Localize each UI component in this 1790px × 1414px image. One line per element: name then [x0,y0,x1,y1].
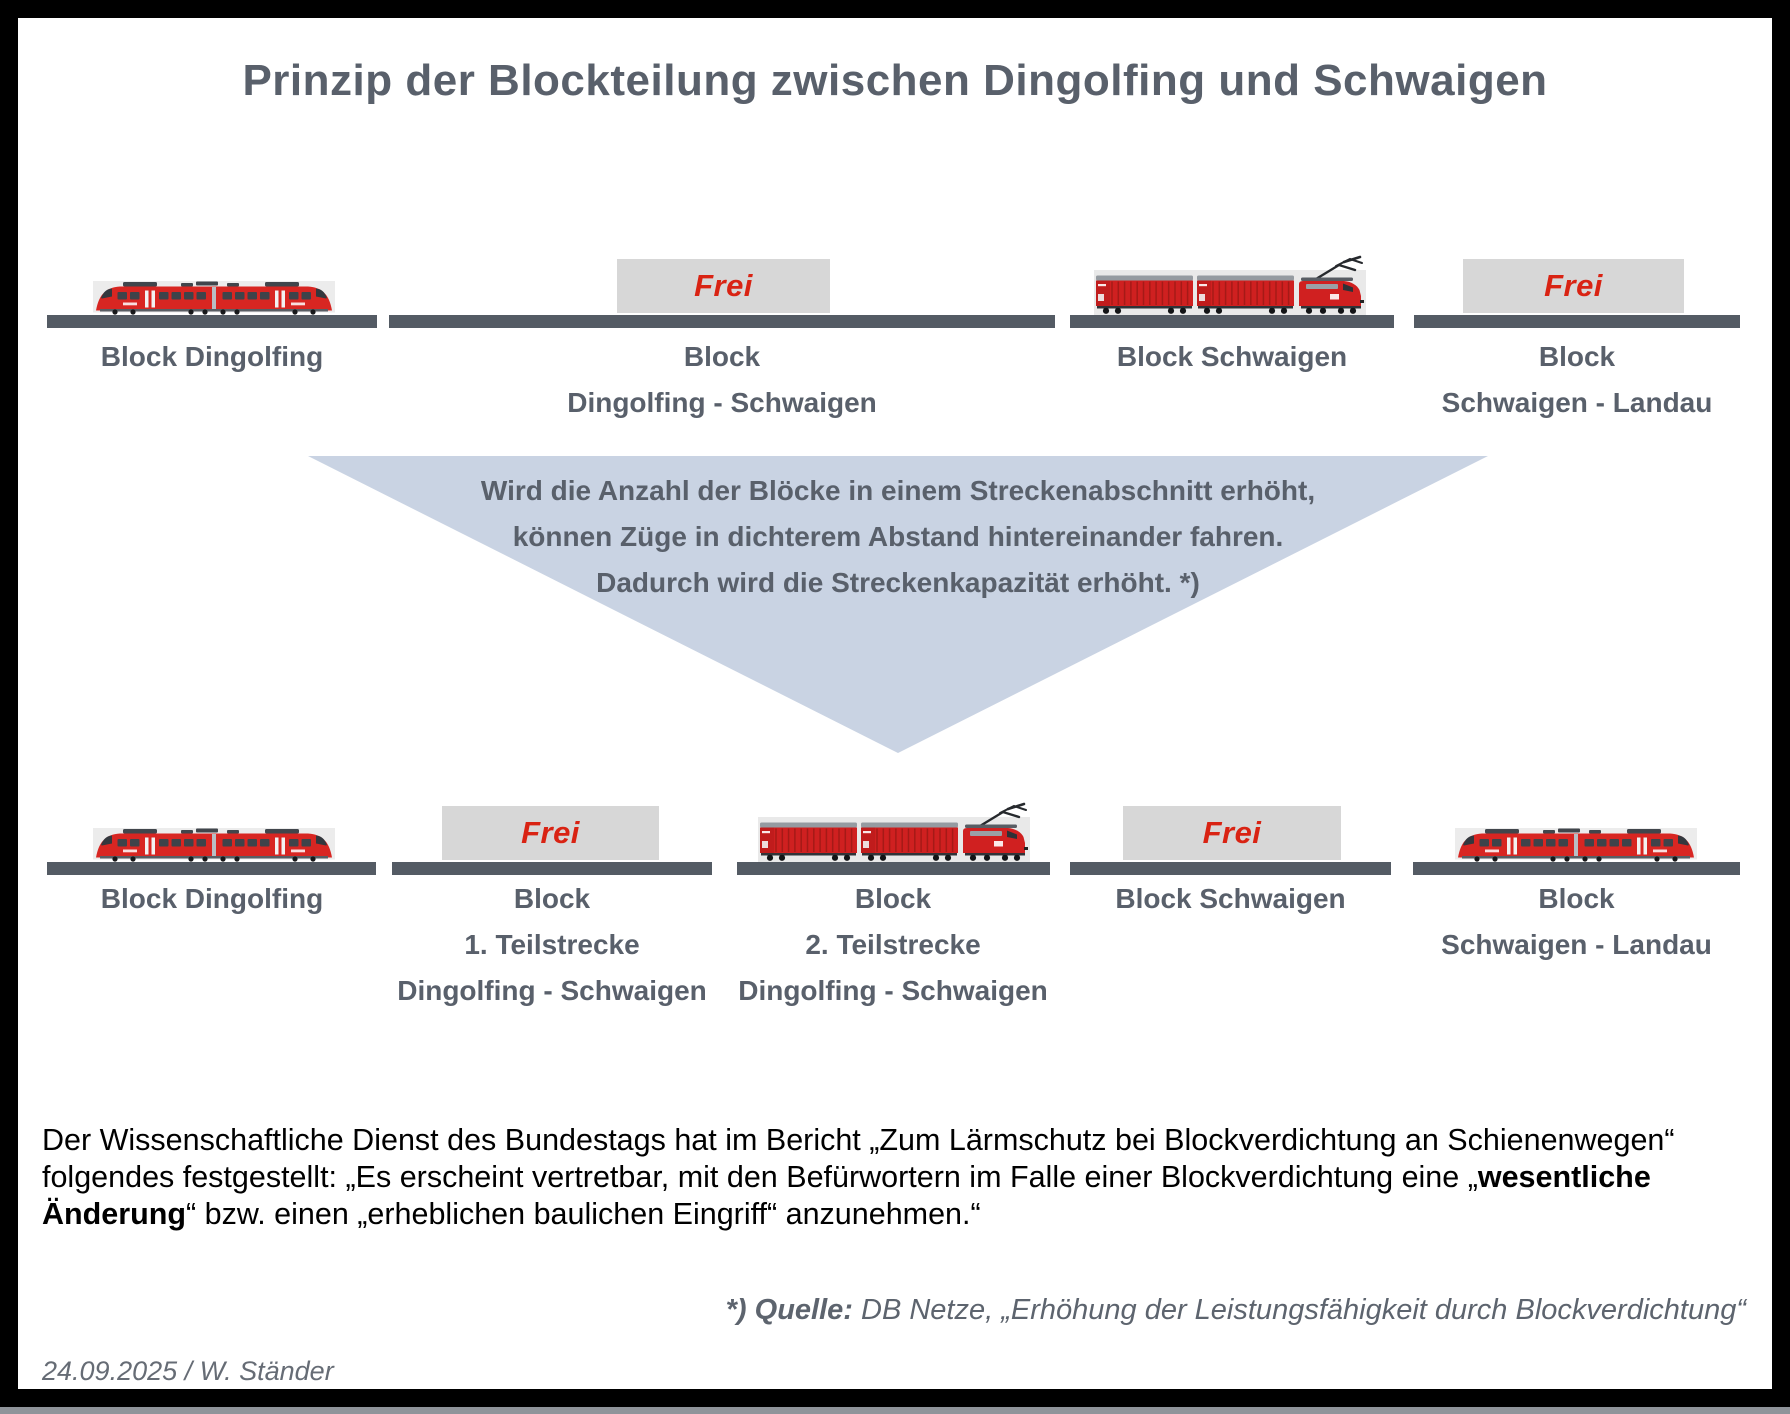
block-label-dingolfing-schwaigen: Block Dingolfing - Schwaigen [567,341,877,418]
track-bar [1414,315,1740,328]
frei-label: Frei [1544,268,1603,303]
frei-label: Frei [521,815,580,850]
track-bar [47,315,377,328]
block-label-schwaigen: Block Schwaigen [1115,883,1346,914]
block-label-schwaigen: Block Schwaigen [1116,341,1348,372]
block-label-schwaigen-landau: Block Schwaigen - Landau [1441,341,1713,418]
passenger-train-icon [93,828,335,862]
track-bar [1070,315,1394,328]
down-arrow-triangle [308,456,1488,753]
block-label-teilstrecke-2: Block 2. Teilstrecke Dingolfing - Schwai… [738,883,1048,1006]
freight-train-icon [1094,244,1366,315]
frei-box: Frei [1123,806,1341,860]
passenger-train-icon [93,281,335,315]
track-bar [47,862,376,875]
block-label-dingolfing: Block Dingolfing [100,883,324,914]
frei-box: Frei [1463,259,1684,313]
passenger-train-icon [1455,828,1697,862]
source-footnote-prefix: *) Quelle: [725,1294,853,1326]
source-footnote-text: DB Netze, „Erhöhung der Leistungsfähigke… [852,1294,1746,1326]
frei-label: Frei [1202,815,1262,850]
block-label-schwaigen-landau: Block Schwaigen - Landau [1441,883,1712,960]
track-bar [1413,862,1740,875]
page-title: Prinzip der Blockteilung zwischen Dingol… [242,56,1548,105]
bottom-strip [0,1407,1790,1414]
track-bar [737,862,1050,875]
track-bar [1070,862,1391,875]
block-label-dingolfing: Block Dingolfing [100,341,324,372]
statement-paragraph: Der Wissenschaftliche Dienst des Bundest… [42,1123,1675,1231]
track-bar [392,862,712,875]
track-bar [389,315,1055,328]
freight-train-icon [758,791,1030,862]
date-author: 24.09.2025 / W. Ständer [42,1356,334,1386]
frei-box: Frei [617,259,830,313]
frei-box: Frei [442,806,659,860]
block-label-teilstrecke-1: Block 1. Teilstrecke Dingolfing - Schwai… [397,883,707,1006]
source-footnote: *) Quelle: DB Netze, „Erhöhung der Leist… [726,1294,1746,1327]
arrow-text: Wird die Anzahl der Blöcke in einem Stre… [480,475,1316,598]
frei-label: Frei [694,268,753,303]
